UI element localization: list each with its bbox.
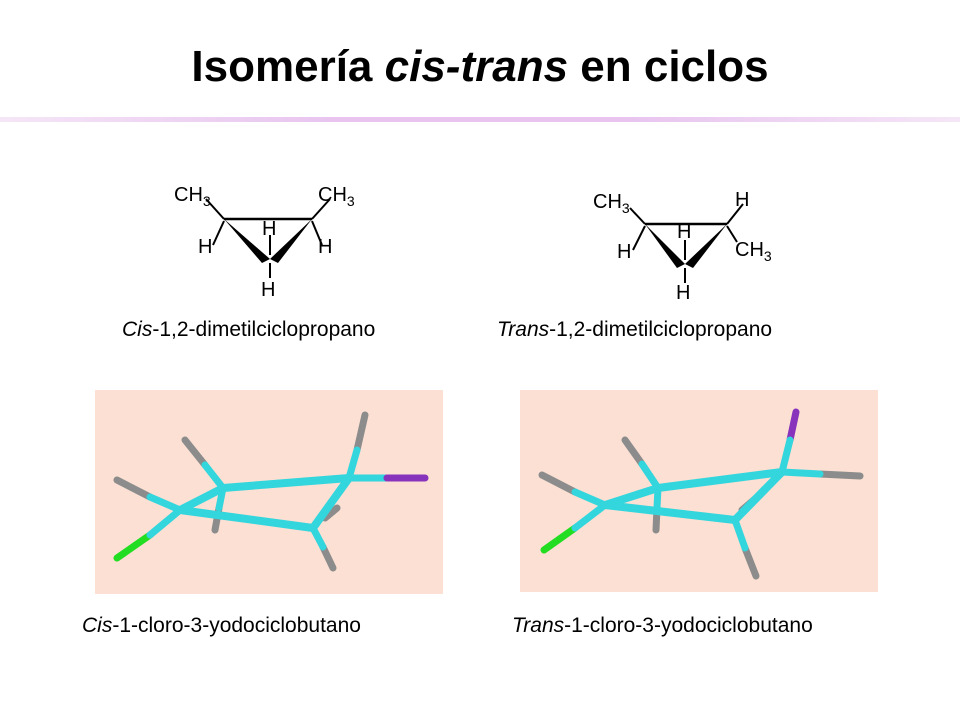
trans-top-right-label: H bbox=[735, 189, 749, 211]
trans-cyclopropane-structure: CH3 H H H CH3 H bbox=[593, 189, 772, 304]
cis-top-left-label: CH3 bbox=[174, 184, 211, 209]
trans-bottom-label: H bbox=[676, 282, 690, 304]
trans-top-left-label: CH3 bbox=[593, 191, 630, 216]
trans-mid-center-label: H bbox=[677, 221, 691, 243]
cis-top-right-label: CH3 bbox=[318, 184, 355, 209]
cis-mid-right-label: H bbox=[318, 236, 332, 258]
cis-cyclopropane-structure: CH3 CH3 H H H H bbox=[174, 184, 355, 301]
cis-cyclobutane-model bbox=[95, 390, 443, 594]
cis-mid-center-label: H bbox=[262, 218, 276, 240]
page-title: Isomería cis-trans en ciclos bbox=[0, 42, 960, 92]
caption-cis-cyclobutane: Cis-1-cloro-3-yodociclobutano bbox=[82, 614, 361, 637]
trans-mid-right-label: CH3 bbox=[735, 239, 772, 264]
trans-cyclobutane-model bbox=[520, 390, 878, 592]
title-divider bbox=[0, 117, 960, 122]
cis-mid-left-label: H bbox=[198, 236, 212, 258]
cis-bottom-label: H bbox=[261, 279, 275, 301]
title-part-1: Isomería bbox=[191, 42, 385, 91]
title-italic: cis-trans bbox=[384, 42, 569, 91]
caption-trans-cyclopropane: Trans-1,2-dimetilciclopropano bbox=[497, 318, 773, 341]
caption-cis-cyclopropane: Cis-1,2-dimetilciclopropano bbox=[122, 318, 376, 341]
title-part-2: en ciclos bbox=[568, 42, 769, 91]
caption-trans-cyclobutane: Trans-1-cloro-3-yodociclobutano bbox=[512, 614, 813, 637]
trans-mid-left-label: H bbox=[617, 241, 631, 263]
